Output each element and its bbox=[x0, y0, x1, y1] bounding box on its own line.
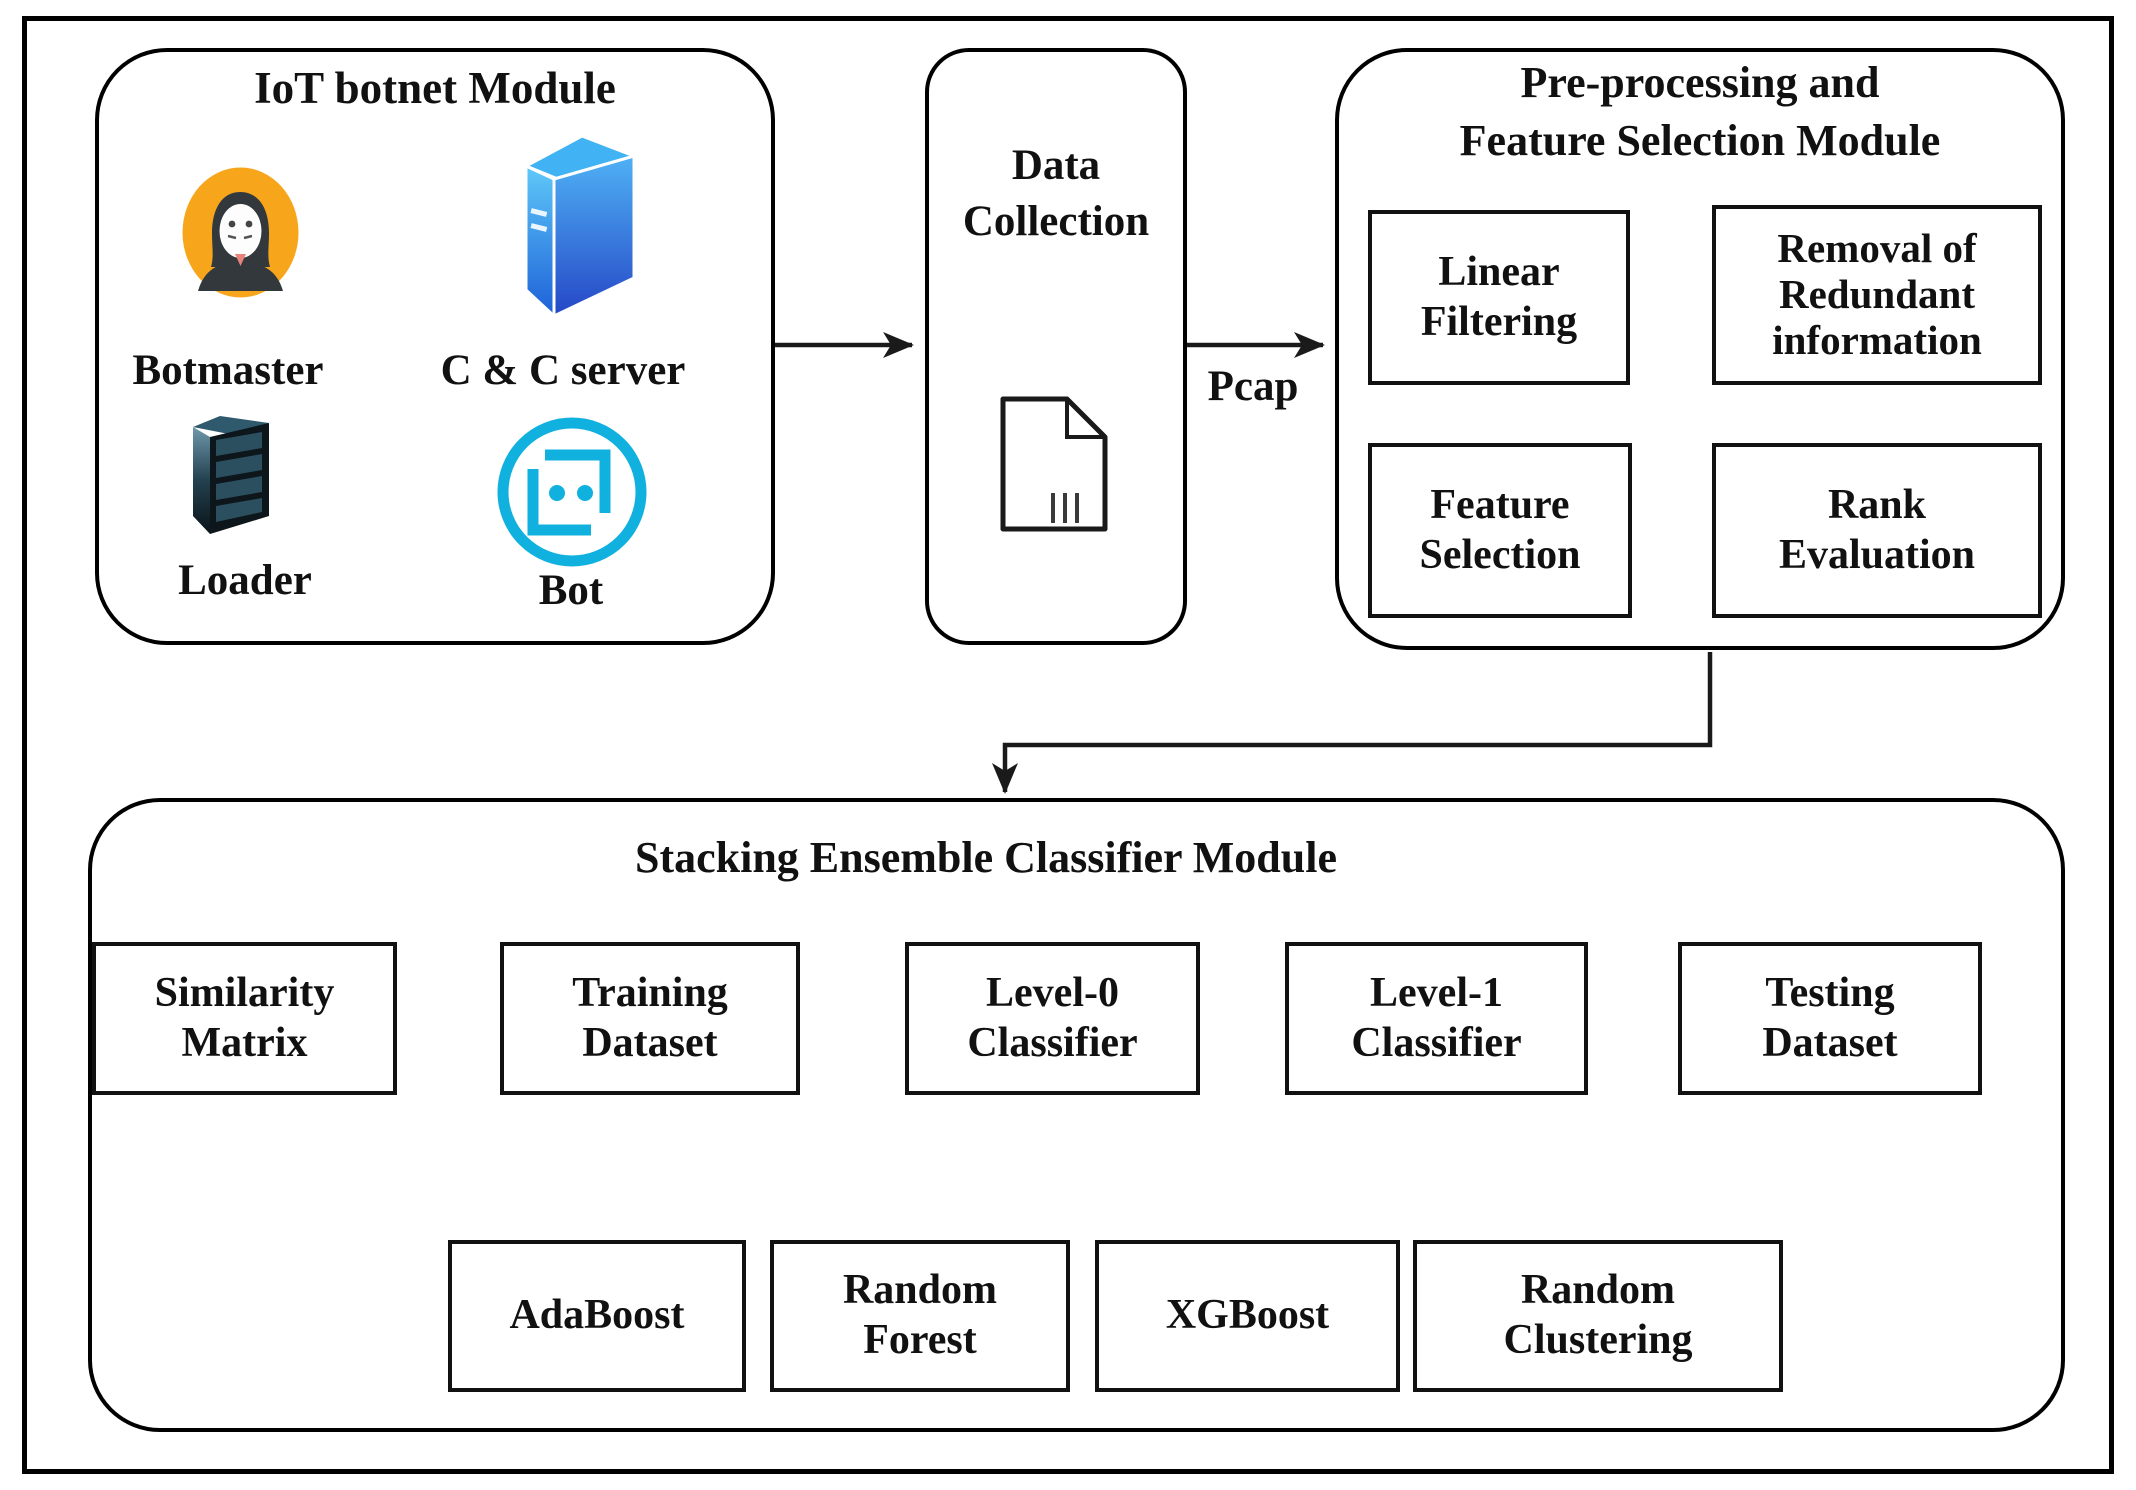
cc-server-label: C & C server bbox=[440, 347, 686, 394]
pcap-label: Pcap bbox=[1207, 363, 1299, 410]
arrow-preprocessing-to-stacking bbox=[992, 652, 1713, 794]
iot-botnet-module bbox=[95, 48, 775, 645]
similarity-matrix-box: Similarity Matrix bbox=[92, 942, 397, 1095]
random-clustering-box: Random Clustering bbox=[1413, 1240, 1783, 1392]
iot-module-title: IoT botnet Module bbox=[254, 63, 616, 113]
adaboost-box: AdaBoost bbox=[448, 1240, 746, 1392]
bot-label: Bot bbox=[538, 567, 604, 614]
document-icon bbox=[995, 393, 1112, 540]
botmaster-label: Botmaster bbox=[132, 347, 324, 394]
cc-server-icon bbox=[518, 126, 640, 329]
preprocessing-module-title: Pre-processing and Feature Selection Mod… bbox=[1459, 58, 1941, 166]
botmaster-icon bbox=[182, 167, 299, 303]
rank-evaluation-box: Rank Evaluation bbox=[1712, 443, 2042, 618]
loader-label: Loader bbox=[178, 557, 312, 604]
xgboost-box: XGBoost bbox=[1095, 1240, 1400, 1392]
training-dataset-box: Training Dataset bbox=[500, 942, 800, 1095]
bot-icon bbox=[493, 413, 651, 576]
random-forest-box: Random Forest bbox=[770, 1240, 1070, 1392]
stacking-module-title: Stacking Ensemble Classifier Module bbox=[634, 833, 1337, 882]
data-collection-box bbox=[925, 48, 1187, 645]
level1-classifier-box: Level-1 Classifier bbox=[1285, 942, 1588, 1095]
feature-selection-box: Feature Selection bbox=[1368, 443, 1632, 618]
loader-icon bbox=[190, 410, 272, 543]
testing-dataset-box: Testing Dataset bbox=[1678, 942, 1982, 1095]
linear-filtering-box: Linear Filtering bbox=[1368, 210, 1630, 385]
level0-classifier-box: Level-0 Classifier bbox=[905, 942, 1200, 1095]
data-collection-title: Data Collection bbox=[962, 142, 1150, 245]
removal-redundant-box: Removal of Redundant information bbox=[1712, 205, 2042, 385]
